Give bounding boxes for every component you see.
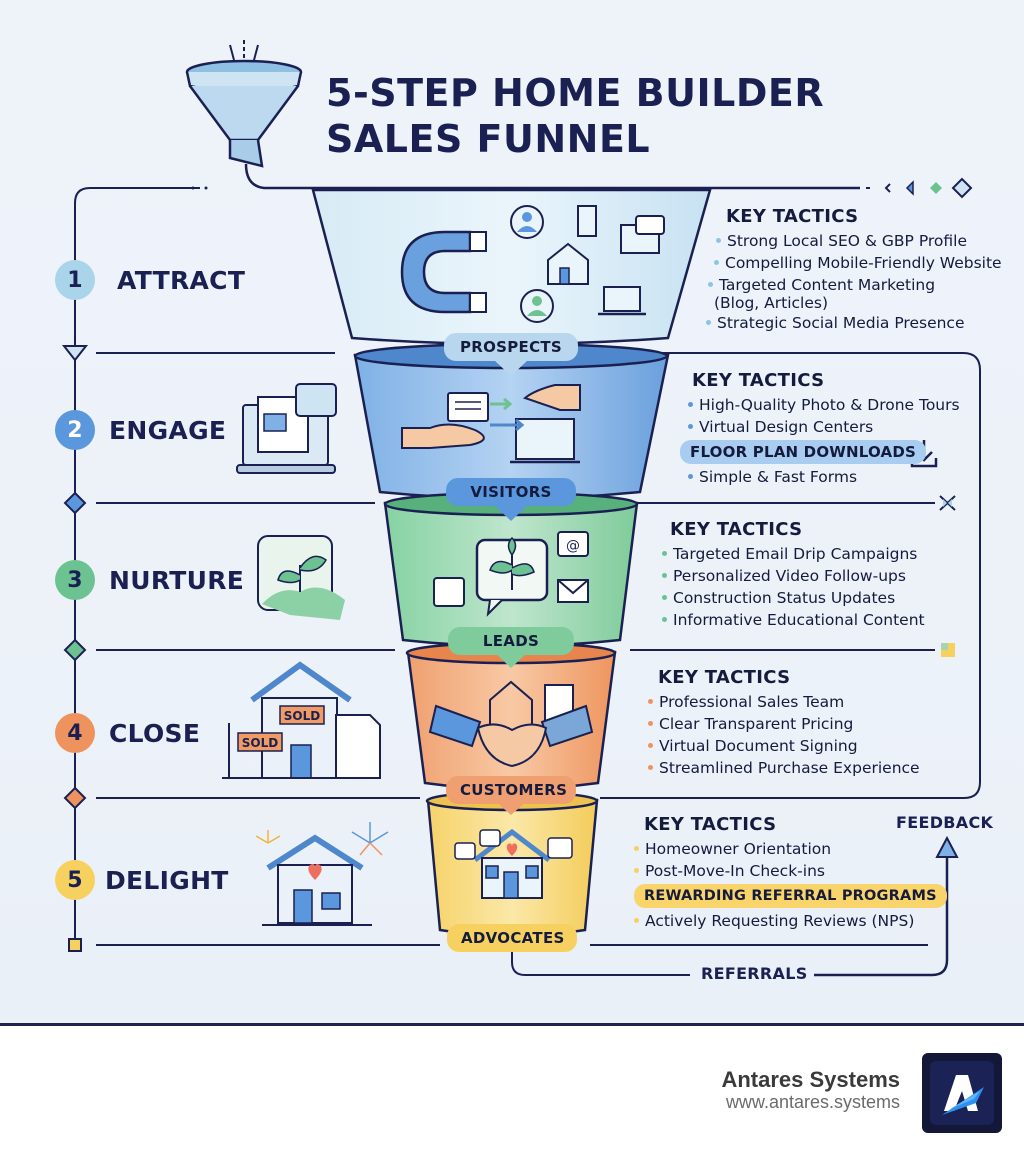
bullet-icon <box>662 573 667 578</box>
tactics-heading: KEY TACTICS <box>644 814 777 835</box>
bullet-icon <box>688 402 693 407</box>
page-title: 5-STEP HOME BUILDER SALES FUNNEL <box>326 70 824 162</box>
highlight-referral-programs: REWARDING REFERRAL PROGRAMS <box>634 884 947 908</box>
step-4-badge: 4 <box>55 713 95 753</box>
stage-leads: LEADS <box>448 627 574 655</box>
bullet-icon <box>716 238 721 243</box>
tactic-item: Professional Sales Team <box>648 691 920 713</box>
antares-logo-icon <box>922 1053 1002 1133</box>
tactics-engage: KEY TACTICS High-Quality Photo & Drone T… <box>680 370 960 488</box>
sprout-chat-icon <box>257 535 345 620</box>
step-nurture: 3 NURTURE <box>55 560 244 600</box>
tactic-item: Construction Status Updates <box>662 587 925 609</box>
tactic-item: High-Quality Photo & Drone Tours <box>688 394 960 416</box>
tactic-item-continued: (Blog, Articles) <box>714 294 829 312</box>
bullet-icon <box>648 721 653 726</box>
bullet-icon <box>662 551 667 556</box>
step-2-name: ENGAGE <box>109 415 227 445</box>
tactic-item: Clear Transparent Pricing <box>648 713 920 735</box>
brand-url[interactable]: www.antares.systems <box>725 1092 900 1112</box>
bullet-icon <box>708 282 713 287</box>
step-1-badge: 1 <box>55 260 95 300</box>
step-2-badge: 2 <box>55 410 95 450</box>
tactic-item: Streamlined Purchase Experience <box>648 757 920 779</box>
bullet-icon <box>662 617 667 622</box>
tactic-item: Personalized Video Follow-ups <box>662 565 925 587</box>
stage-customers: CUSTOMERS <box>446 776 576 804</box>
svg-text:SOLD: SOLD <box>242 736 278 750</box>
tactic-item: Actively Requesting Reviews (NPS) <box>634 910 947 932</box>
step-4-name: CLOSE <box>109 718 201 748</box>
laptop-chat-icon <box>236 383 337 474</box>
bullet-icon <box>648 743 653 748</box>
infographic-canvas: @ <box>0 0 1024 1026</box>
svg-text:SOLD: SOLD <box>284 709 320 723</box>
funnel-logo-icon <box>185 40 860 190</box>
tactics-heading: KEY TACTICS <box>726 206 859 227</box>
step-engage: 2 ENGAGE <box>55 410 226 450</box>
step-attract: 1 ATTRACT <box>55 260 245 300</box>
tactics-heading: KEY TACTICS <box>658 667 791 688</box>
tactic-item: Post-Move-In Check-ins <box>634 860 947 882</box>
tactic-item: Homeowner Orientation <box>634 838 947 860</box>
footer: Antares Systems www.antares.systems <box>0 1029 1024 1154</box>
stage-advocates: ADVOCATES <box>447 924 577 952</box>
stage-prospects: PROSPECTS <box>444 333 578 361</box>
brand-name: Antares Systems <box>721 1067 900 1092</box>
tactic-item: Targeted Email Drip Campaigns <box>662 543 925 565</box>
tactics-delight: KEY TACTICS Homeowner Orientation Post-M… <box>634 814 947 932</box>
step-1-name: ATTRACT <box>117 265 246 295</box>
step-close: 4 CLOSE <box>55 713 200 753</box>
tactics-heading: KEY TACTICS <box>670 519 803 540</box>
step-5-badge: 5 <box>55 860 95 900</box>
svg-text:@: @ <box>566 538 580 554</box>
step-3-name: NURTURE <box>109 565 245 595</box>
tactic-item: Informative Educational Content <box>662 609 925 631</box>
tactics-attract: KEY TACTICS Strong Local SEO & GBP Profi… <box>706 206 1002 334</box>
tactic-item: Compelling Mobile-Friendly Website <box>714 252 1002 274</box>
tactic-item: Targeted Content Marketing <box>708 274 1002 296</box>
handshake-deal-icon <box>428 680 594 768</box>
title-line-2: SALES FUNNEL <box>326 117 651 161</box>
bullet-icon <box>688 474 693 479</box>
referrals-label: REFERRALS <box>701 964 808 983</box>
tactic-item: Virtual Design Centers <box>688 416 960 438</box>
tactic-item: Strong Local SEO & GBP Profile <box>716 230 1002 252</box>
highlight-floor-plan-downloads: FLOOR PLAN DOWNLOADS <box>680 440 927 464</box>
handshake-data-icon <box>401 384 581 464</box>
bullet-icon <box>634 846 639 851</box>
bullet-icon <box>706 320 711 325</box>
bullet-icon <box>662 595 667 600</box>
tactics-close: KEY TACTICS Professional Sales Team Clea… <box>648 667 920 779</box>
title-line-1: 5-STEP HOME BUILDER <box>326 71 825 115</box>
magnet-attract-icon <box>400 205 665 323</box>
bullet-icon <box>634 918 639 923</box>
happy-home-icon <box>454 828 573 899</box>
tactic-item: Simple & Fast Forms <box>688 466 960 488</box>
sold-house-icon: SOLD SOLD <box>222 661 381 779</box>
bullet-icon <box>714 260 719 265</box>
bullet-icon <box>688 424 693 429</box>
bullet-icon <box>648 765 653 770</box>
tactics-nurture: KEY TACTICS Targeted Email Drip Campaign… <box>662 519 925 631</box>
bullet-icon <box>648 699 653 704</box>
stage-visitors: VISITORS <box>446 478 576 506</box>
tactic-item: Virtual Document Signing <box>648 735 920 757</box>
step-delight: 5 DELIGHT <box>55 860 229 900</box>
celebration-house-icon <box>255 822 389 926</box>
bullet-icon <box>634 868 639 873</box>
step-5-name: DELIGHT <box>105 865 229 895</box>
nurture-communication-icon: @ <box>433 531 589 617</box>
feedback-label: FEEDBACK <box>896 813 994 832</box>
tactic-item: Strategic Social Media Presence <box>706 312 1002 334</box>
step-3-badge: 3 <box>55 560 95 600</box>
tactics-heading: KEY TACTICS <box>692 370 825 391</box>
